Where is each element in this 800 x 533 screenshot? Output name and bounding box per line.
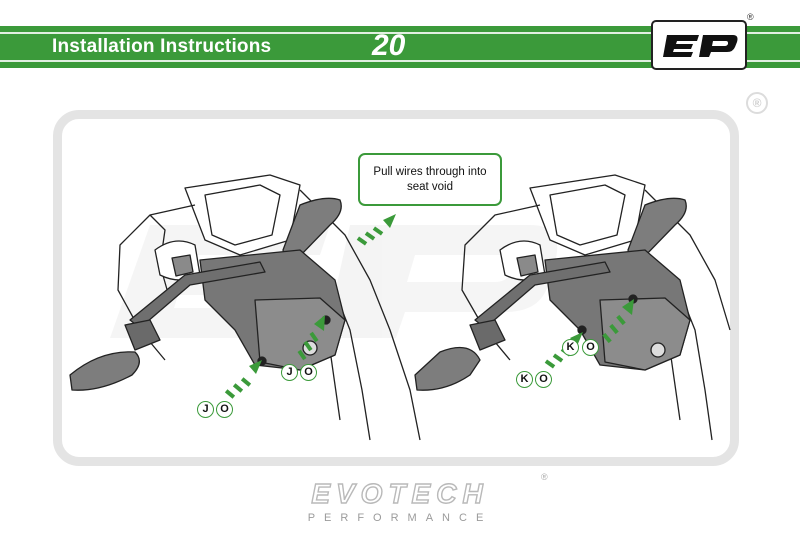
label-left-bottom-j: J bbox=[197, 401, 214, 418]
arrow-left-bottom bbox=[224, 360, 262, 399]
brand-registered-mark: ® bbox=[541, 472, 548, 482]
header-bottom-rule bbox=[0, 60, 800, 62]
ep-logo bbox=[651, 20, 747, 70]
right-diagram bbox=[414, 174, 731, 441]
label-left-bottom-o: O bbox=[216, 401, 233, 418]
page-title: Installation Instructions bbox=[52, 36, 272, 57]
label-right-lower-o: O bbox=[535, 371, 552, 388]
evotech-logo: EVOTECH bbox=[311, 477, 489, 509]
instruction-callout: Pull wires through into seat void bbox=[358, 153, 502, 206]
arrow-right-upper bbox=[602, 299, 634, 344]
label-right-upper-o: O bbox=[582, 339, 599, 356]
callout-text: Pull wires through into seat void bbox=[373, 165, 487, 193]
arrow-left-upper bbox=[297, 315, 325, 361]
page-number: 20 bbox=[372, 29, 406, 62]
label-left-upper-o: O bbox=[300, 364, 317, 381]
ep-logo-icon bbox=[663, 35, 738, 57]
label-right-upper-k: K bbox=[562, 339, 579, 356]
watermark-registered-mark: ® bbox=[746, 92, 768, 114]
label-left-upper-j: J bbox=[281, 364, 298, 381]
illustration-frame bbox=[53, 110, 739, 466]
label-right-lower-k: K bbox=[516, 371, 533, 388]
left-diagram bbox=[69, 174, 421, 441]
logo-registered-mark: ® bbox=[747, 12, 754, 22]
brand-subtitle: PERFORMANCE bbox=[307, 512, 493, 524]
arrow-callout bbox=[356, 214, 396, 246]
header-top-rule bbox=[0, 32, 800, 34]
